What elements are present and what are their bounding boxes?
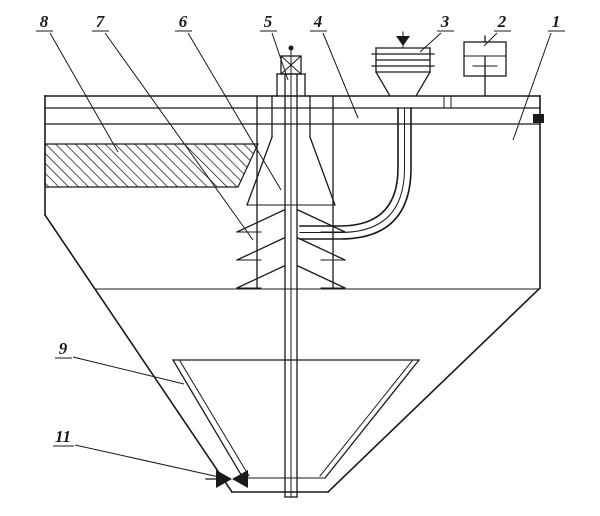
callout-8: 8 — [36, 12, 119, 153]
callout-7: 7 — [92, 12, 254, 241]
motor-base-right — [415, 71, 431, 97]
callout-3: 3 — [419, 12, 454, 53]
callout-4-label: 4 — [313, 12, 323, 31]
callout-3-leader — [419, 32, 442, 53]
valve-body-left — [216, 470, 232, 488]
dosing-tank — [463, 35, 507, 97]
callout-7-leader — [104, 32, 254, 241]
callout-5-label: 5 — [264, 12, 273, 31]
tank-right-cone-wall — [326, 286, 542, 494]
shaft-top-knob — [288, 45, 294, 51]
callout-11-label: 11 — [55, 427, 71, 446]
callout-11-leader — [74, 444, 220, 478]
inner-cone-liner — [172, 359, 420, 479]
sludge-hatch-zone — [44, 143, 259, 188]
feed-pipe — [299, 107, 412, 240]
tank-left-cone-wall — [43, 213, 234, 494]
bridge-structure — [44, 95, 544, 125]
callout-8-leader — [49, 32, 119, 153]
center-shaft — [284, 49, 298, 498]
callout-4: 4 — [310, 12, 359, 119]
callouts: 8 7 6 5 4 3 2 — [36, 12, 565, 478]
callout-6-leader — [187, 32, 282, 191]
callout-3-label: 3 — [440, 12, 450, 31]
callout-9-label: 9 — [59, 339, 68, 358]
callout-2: 2 — [483, 12, 511, 47]
callout-5: 5 — [260, 12, 289, 81]
motor-coupling — [396, 36, 410, 46]
callout-5-leader — [271, 32, 289, 81]
drive-unit — [371, 31, 435, 97]
callout-9-leader — [72, 356, 185, 385]
callout-1: 1 — [512, 12, 565, 141]
callout-4-leader — [322, 32, 359, 119]
callout-2-leader — [483, 32, 498, 47]
callout-9: 9 — [55, 339, 185, 385]
callout-6: 6 — [175, 12, 282, 191]
callout-8-label: 8 — [40, 12, 49, 31]
callout-7-label: 7 — [96, 12, 106, 31]
bridge-end-fitting — [533, 114, 544, 123]
callout-1-leader — [512, 32, 552, 141]
callout-1-label: 1 — [552, 12, 561, 31]
valve-body-right — [232, 470, 248, 488]
discharge-valve — [205, 470, 248, 488]
callout-6-label: 6 — [179, 12, 188, 31]
feed-well-bell-right — [309, 136, 336, 206]
feed-well-bell-left — [246, 136, 273, 206]
shaft-top-seal — [276, 45, 306, 97]
callout-11: 11 — [53, 427, 220, 478]
callout-2-label: 2 — [497, 12, 507, 31]
motor-base-left — [375, 71, 391, 97]
